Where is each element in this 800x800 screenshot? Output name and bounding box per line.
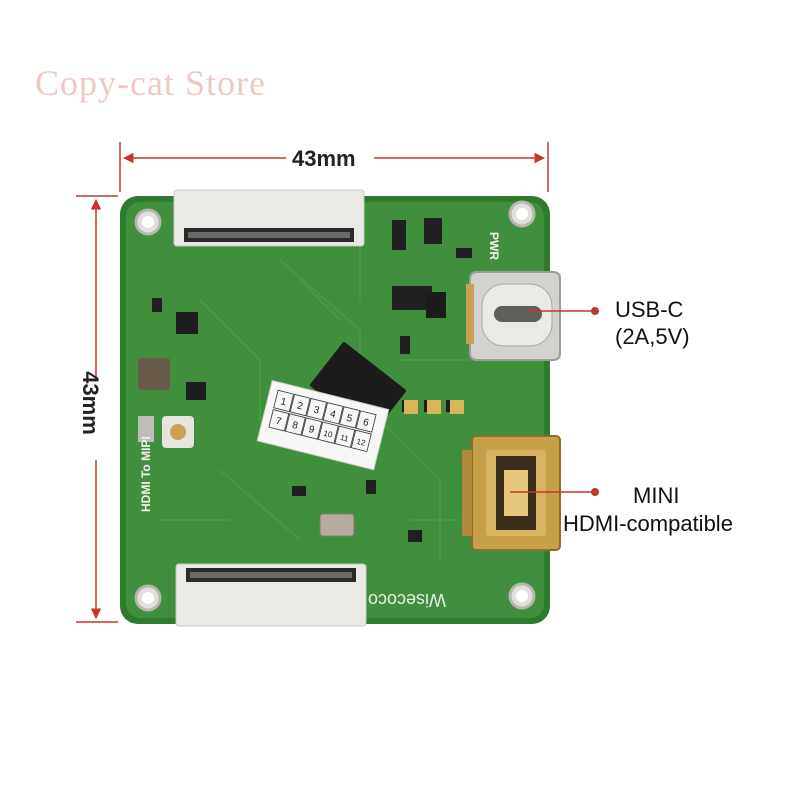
sticker-cell	[273, 389, 295, 413]
sticker-number: 7	[274, 416, 282, 428]
sticker-cell	[350, 429, 372, 453]
sticker-cell	[301, 417, 323, 440]
sticker-number: 2	[296, 400, 304, 412]
model-silkscreen: HDMI To MIPI	[139, 436, 153, 512]
sticker-number: 8	[291, 420, 299, 432]
sticker-number: 6	[362, 417, 370, 429]
callout-pointers	[510, 307, 599, 496]
usb-c-callout-spec: (2A,5V)	[615, 324, 690, 349]
sticker-cell	[284, 413, 306, 436]
store-watermark: Copy-cat Store	[35, 63, 266, 103]
sticker-cell	[289, 393, 311, 417]
smd-components	[138, 218, 472, 542]
sticker-cell	[339, 406, 361, 429]
sticker-number: 4	[329, 409, 337, 421]
usb-c-callout-title: USB-C	[615, 297, 684, 322]
sticker-number: 5	[345, 413, 353, 425]
hdmi-callout-title: MINI	[633, 483, 680, 508]
brand-silkscreen: Wisecoco	[368, 590, 446, 610]
width-dimension-label: 43mm	[292, 146, 356, 171]
sticker-cell	[322, 402, 344, 425]
sticker-number: 3	[312, 405, 320, 417]
sticker-number: 11	[339, 433, 350, 444]
pwr-silkscreen: PWR	[487, 232, 501, 260]
hdmi-callout-spec: HDMI-compatible	[563, 511, 733, 536]
dimension-lines	[76, 142, 549, 623]
sticker-cell	[317, 421, 339, 444]
usb-c-port	[466, 271, 561, 361]
sticker-number: 12	[356, 437, 367, 448]
mini-hdmi-port	[462, 435, 561, 551]
top-fpc-connector	[173, 189, 365, 247]
sticker-cell	[268, 409, 290, 432]
sticker-cell	[355, 410, 377, 433]
sticker-number: 9	[307, 424, 315, 436]
sticker-number: 1	[279, 396, 287, 408]
bottom-fpc-connector	[175, 563, 367, 627]
sticker-number: 10	[323, 429, 334, 440]
height-dimension-label: 43mm	[77, 371, 103, 435]
sticker-cell	[306, 397, 328, 421]
sticker-cell	[334, 425, 356, 448]
